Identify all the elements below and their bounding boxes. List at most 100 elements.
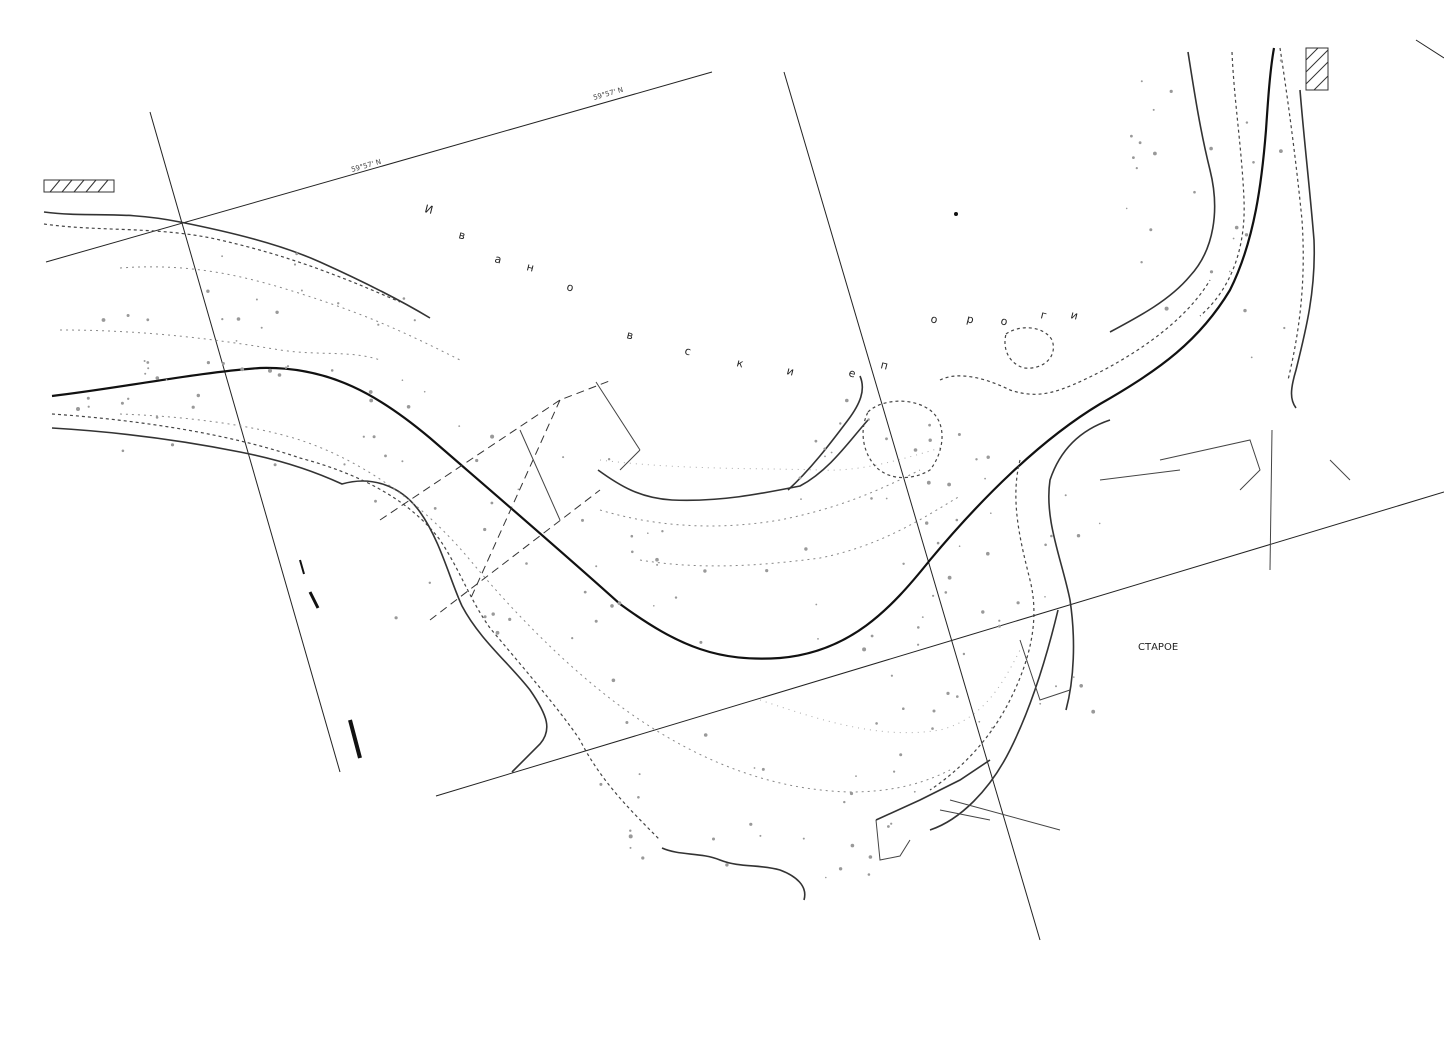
sounding-dot [1076, 534, 1081, 538]
place-name-letter: г [1039, 308, 1048, 322]
sounding-dot [402, 297, 406, 300]
sounding-dot [87, 405, 90, 408]
graticule-labels: 59°57' N 59°57' N [350, 86, 624, 174]
sounding-dot [830, 451, 833, 454]
sounding-dot [377, 323, 380, 326]
place-name-letter: и [785, 364, 795, 378]
sounding-dot [126, 314, 130, 317]
sounding-dot [1138, 141, 1142, 145]
sounding-dot [674, 596, 678, 599]
depth-contour-3 [119, 413, 951, 793]
sounding-dot [1016, 601, 1020, 605]
sounding-dot [1130, 134, 1133, 138]
sounding-dot [583, 590, 587, 594]
sounding-dot [850, 843, 855, 848]
sounding-dot [641, 856, 645, 860]
sounding-dot [838, 867, 843, 871]
sounding-dot [610, 604, 614, 608]
sounding-dot [962, 652, 966, 656]
east-bank-inner-dash [1199, 51, 1245, 317]
sounding-dot [761, 767, 765, 771]
sounding-dot [121, 449, 125, 453]
sounding-dot [629, 829, 632, 832]
sounding-dot [798, 476, 802, 480]
north-bank-left [43, 211, 431, 319]
sounding-dot [843, 800, 846, 804]
fairway-line [51, 47, 1276, 660]
sounding-dot [1149, 228, 1153, 232]
sounding-dot [1044, 596, 1046, 598]
sounding-dot [814, 439, 818, 443]
parallel-line-right-edge [1415, 39, 1444, 59]
sounding-dot [483, 615, 487, 619]
sounding-dot [917, 626, 920, 629]
sounding-dot [293, 263, 297, 266]
sounding-dot [143, 360, 146, 362]
east-bank-outer [1290, 89, 1316, 409]
south-shore-bottom-2 [875, 759, 991, 821]
sounding-dot [255, 298, 258, 301]
sounding-dot [384, 454, 387, 458]
sounding-dot [273, 463, 277, 467]
sounding-dot [611, 678, 616, 683]
south-bank-left-dash [51, 413, 661, 841]
sounding-dot [1169, 89, 1173, 93]
sounding-dot [800, 498, 802, 500]
sounding-dot [947, 575, 952, 580]
sounding-dot [406, 405, 411, 409]
sounding-dot [917, 643, 920, 646]
sounding-dot [1164, 306, 1169, 311]
place-name-letter: в [457, 228, 466, 242]
sounding-dot [490, 434, 495, 439]
depth-contour-1 [119, 266, 461, 361]
sounding-dot [893, 770, 896, 773]
sounding-dot [517, 488, 520, 491]
sounding-dot [394, 616, 398, 620]
sounding-dot [875, 722, 878, 725]
sounding-dot [823, 447, 826, 451]
sounding-dot [147, 367, 150, 370]
channel-boundary-d [519, 381, 641, 521]
depth-contour-2 [59, 329, 381, 361]
sounding-dot [925, 521, 929, 525]
sounding-dot [997, 624, 1001, 628]
sounding-dot [1132, 156, 1135, 160]
meridian-line-right [783, 71, 1041, 941]
sounding-dot [483, 527, 487, 532]
sounding-dot [1140, 261, 1143, 264]
sounding-dot [101, 318, 106, 322]
sounding-dot [1232, 237, 1235, 240]
sounding-dot [630, 534, 634, 538]
sounding-dot [401, 460, 404, 463]
place-name-letter: о [999, 314, 1009, 328]
sounding-dot [944, 591, 948, 594]
place-name-letter: И [423, 202, 434, 217]
sounding-dot [1193, 190, 1196, 194]
sounding-dot [525, 562, 528, 565]
sounding-dot [235, 340, 238, 342]
grid-label-lat-top2: 59°57' N [592, 86, 624, 102]
depth-contour-6 [599, 447, 941, 471]
sounding-dot [155, 376, 160, 380]
sounding-dot [1135, 167, 1138, 170]
leader-line-c [939, 799, 1061, 831]
sounding-dot [221, 318, 224, 321]
sounding-dot [562, 456, 565, 459]
sounding-dot [240, 367, 245, 372]
channel-boundary-c [469, 399, 561, 601]
south-shore-bottom [661, 847, 806, 901]
sounding-dot [1055, 685, 1057, 688]
sounding-dot [368, 390, 373, 394]
place-name-letter: и [1069, 308, 1079, 322]
north-bank-right [939, 279, 1211, 395]
sounding-dot [1039, 702, 1042, 705]
sounding-dot [1279, 59, 1283, 62]
sounding-dot [1244, 233, 1249, 237]
place-name-letter: с [683, 344, 692, 358]
sounding-dot [902, 562, 905, 565]
hatched-mark-right [1305, 47, 1329, 91]
sounding-dot [343, 463, 346, 466]
sounding-dot [868, 855, 873, 859]
sounding-dot [1140, 80, 1143, 83]
